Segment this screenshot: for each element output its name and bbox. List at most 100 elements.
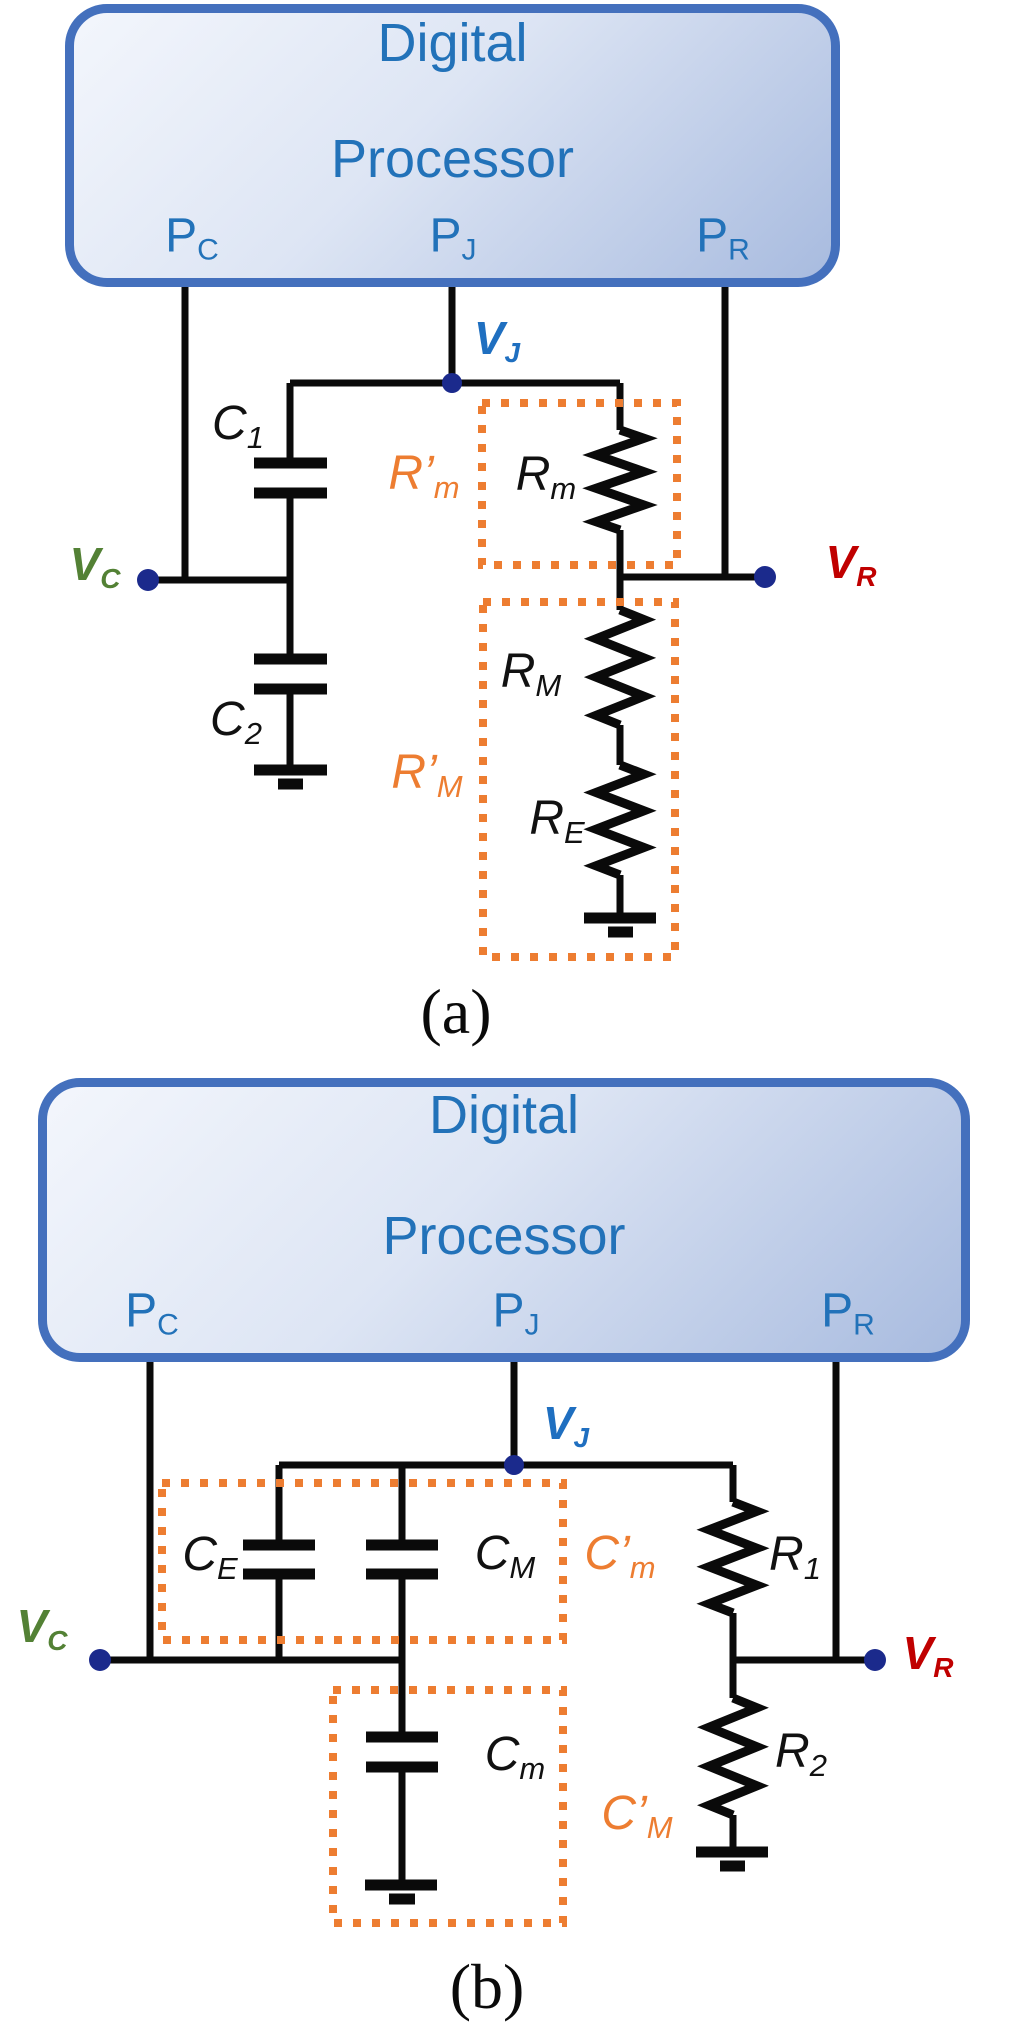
label-main: R [515, 448, 551, 501]
capacitor-ce [243, 1539, 315, 1580]
capacitor-c1 [254, 457, 327, 499]
pin-sub: J [524, 1308, 540, 1342]
pin-label-pj-b: PJ [492, 1284, 539, 1343]
node-sub: J [573, 1422, 590, 1453]
group-label-cpM: C’M [601, 1786, 672, 1846]
label-sub: 2 [809, 1748, 827, 1783]
pin-sub: R [728, 233, 750, 267]
pin-sub: J [461, 233, 477, 267]
component-label-re: RE [529, 791, 584, 851]
label-main: C’ [584, 1527, 630, 1580]
node-main: V [16, 1600, 48, 1652]
label-main: C [212, 397, 247, 450]
ground-symbol-a-left [254, 764, 327, 790]
node-main: V [69, 538, 101, 590]
label-main: R [500, 645, 536, 698]
processor-title-line2-a: Processor [330, 129, 575, 189]
ground-symbol-a-right [584, 912, 656, 938]
pin-label-pr-b: PR [821, 1284, 875, 1343]
group-box-cpm [158, 1479, 567, 1644]
processor-title-line2-b: Processor [382, 1206, 626, 1266]
pin-sub: R [853, 1308, 875, 1342]
label-main: R [775, 1725, 810, 1778]
pin-main: P [821, 1284, 854, 1338]
label-main: C [182, 1528, 217, 1581]
caption-a: (a) [420, 976, 492, 1047]
group-label-cpm: C’m [584, 1526, 655, 1586]
pin-label-pc-b: PC [125, 1284, 179, 1343]
processor-box-b [38, 1078, 970, 1362]
label-main: R’ [391, 746, 437, 799]
capacitor-c2 [254, 653, 327, 695]
group-label-rpm: R’m [388, 446, 459, 506]
label-sub: M [436, 769, 463, 804]
node-label-vj-a: VJ [474, 311, 520, 369]
node-main: V [473, 312, 505, 364]
label-main: C [474, 1527, 510, 1580]
pin-label-pc-a: PC [165, 209, 219, 268]
label-sub: E [563, 815, 585, 850]
node-sub: C [100, 563, 121, 594]
node-dot-vc-b [89, 1649, 111, 1671]
resistor-r2 [697, 1693, 769, 1820]
label-main: R’ [388, 447, 434, 500]
node-main: V [542, 1397, 574, 1449]
pin-sub: C [197, 233, 219, 267]
label-sub: 2 [244, 716, 262, 751]
label-sub: 1 [803, 1551, 821, 1586]
processor-box-a [65, 4, 840, 287]
node-main: V [825, 536, 857, 588]
node-dot-vc-a [137, 569, 159, 591]
pin-main: P [492, 1284, 525, 1338]
node-dot-vr-b [864, 1649, 886, 1671]
node-sub: R [933, 1652, 954, 1683]
ground-symbol-b-right [696, 1846, 768, 1872]
label-sub: M [646, 1810, 673, 1845]
node-label-vr-b: VR [903, 1626, 954, 1684]
label-main: C [484, 1728, 520, 1781]
node-sub: J [504, 337, 521, 368]
pin-sub: C [157, 1308, 179, 1342]
component-label-rm: Rm [516, 447, 577, 507]
component-label-c2: C2 [210, 692, 262, 752]
resistor-re [583, 760, 657, 880]
node-main: V [902, 1627, 934, 1679]
processor-title-line1-a: Digital [377, 13, 528, 73]
pin-label-pj-a: PJ [429, 209, 476, 268]
pin-main: P [125, 1284, 158, 1338]
resistor-rm [582, 425, 658, 535]
resistor-r1 [696, 1497, 770, 1618]
pin-main: P [696, 209, 729, 263]
pin-main: P [429, 209, 462, 263]
group-box-rpm [478, 399, 681, 569]
node-label-vc-a: VC [70, 537, 121, 595]
group-box-cpM [329, 1686, 567, 1927]
label-main: C [210, 693, 245, 746]
fig-a-wires [148, 287, 765, 918]
ground-symbol-b-left [365, 1879, 437, 1905]
node-label-vr-a: VR [826, 535, 877, 593]
pin-label-pr-a: PR [696, 209, 750, 268]
group-label-rpM: R’M [391, 745, 462, 805]
node-sub: R [856, 561, 877, 592]
fig-b-wires [100, 1362, 875, 1885]
node-sub: C [47, 1625, 68, 1656]
label-main: R [769, 1528, 804, 1581]
label-sub: M [535, 668, 562, 703]
node-dot-vj-b [504, 1455, 524, 1475]
label-sub: M [509, 1550, 536, 1585]
node-dot-vr-a [754, 566, 776, 588]
label-main: C’ [601, 1787, 647, 1840]
label-sub: m [550, 471, 577, 506]
label-main: R [529, 792, 564, 845]
label-sub: m [433, 470, 460, 505]
processor-title-line1-b: Digital [428, 1085, 580, 1145]
label-sub: E [216, 1551, 238, 1586]
pin-main: P [165, 209, 198, 263]
component-label-cM: CM [475, 1526, 536, 1586]
caption-b: (b) [449, 1951, 525, 2022]
group-box-rpM [479, 598, 679, 961]
label-sub: 1 [246, 420, 264, 455]
